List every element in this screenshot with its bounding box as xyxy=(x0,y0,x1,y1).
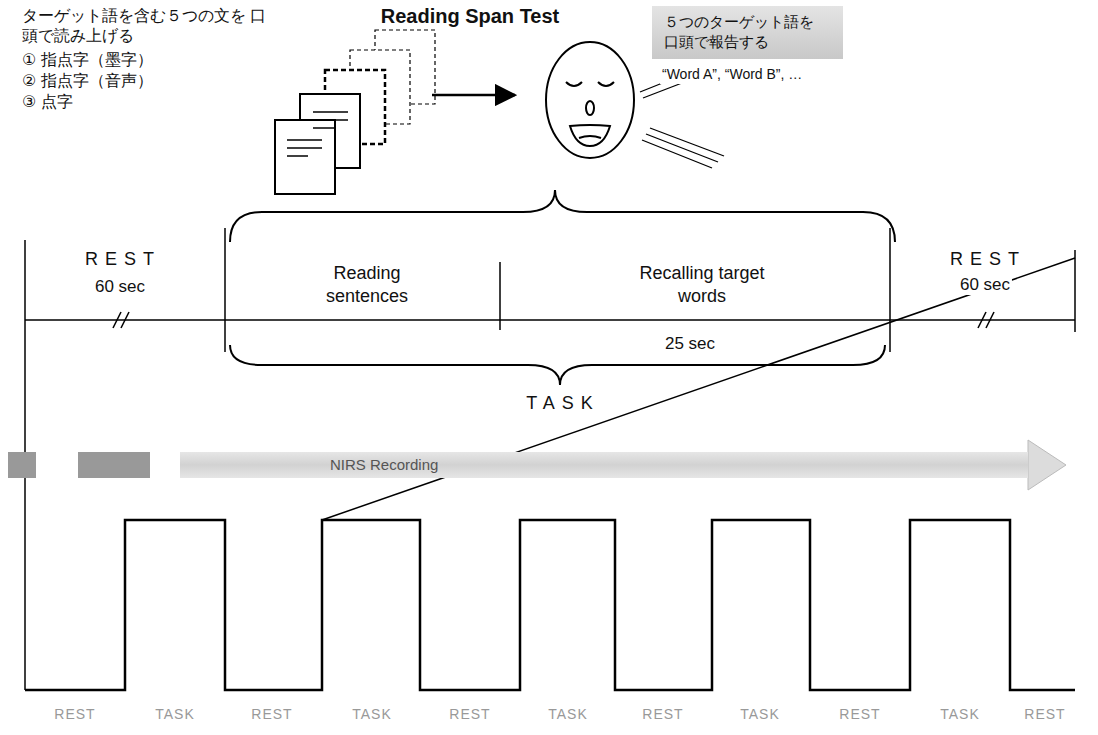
phase-label: Recalling target words xyxy=(630,262,774,307)
block-label: REST xyxy=(249,706,294,724)
block-label: TASK xyxy=(350,706,394,724)
node-text: NIRS Recording xyxy=(330,452,1028,478)
node-text: ５つのターゲット語を 口頭で報告する xyxy=(664,12,829,51)
face-figure xyxy=(546,42,634,158)
report-callout: ５つのターゲット語を 口頭で報告する xyxy=(652,6,843,59)
phase-label: REST xyxy=(948,248,1028,271)
condition-item: ① 指点字（墨字） xyxy=(20,50,155,70)
timeline xyxy=(25,228,1075,690)
block-label: REST xyxy=(52,706,97,724)
instruction-note: ターゲット語を含む５つの文を 口頭で読み上げる xyxy=(20,6,269,46)
block-label: REST xyxy=(447,706,492,724)
speech-lines xyxy=(640,72,724,168)
condition-item: ③ 点字 xyxy=(20,92,75,112)
task-brace xyxy=(230,190,895,242)
pages-stack xyxy=(275,30,435,194)
phase-label: REST xyxy=(83,248,163,271)
block-label: TASK xyxy=(153,706,197,724)
block-label: TASK xyxy=(546,706,590,724)
duration-label: 60 sec xyxy=(958,274,1012,295)
zoom-line xyxy=(322,258,1075,520)
block-label: TASK xyxy=(738,706,782,724)
duration-label: 60 sec xyxy=(93,276,147,297)
duration-label: 25 sec xyxy=(663,333,717,354)
block-label: REST xyxy=(640,706,685,724)
flow-arrow xyxy=(432,94,515,97)
block-design-wave xyxy=(25,520,1075,690)
recalled-words: “Word A”, “Word B”, … xyxy=(660,66,804,84)
phase-label: Reading sentences xyxy=(305,262,429,307)
block-label: TASK xyxy=(938,706,982,724)
phase-label: TASK xyxy=(524,392,602,415)
condition-item: ② 指点字（音声） xyxy=(20,71,155,91)
nirs-band xyxy=(8,440,1066,490)
block-label: REST xyxy=(837,706,882,724)
duration-brace xyxy=(230,345,885,385)
nirs-recording-band: NIRS Recording xyxy=(180,452,1028,478)
diagram-title: Reading Span Test xyxy=(381,4,560,29)
block-label: REST xyxy=(1022,706,1067,724)
